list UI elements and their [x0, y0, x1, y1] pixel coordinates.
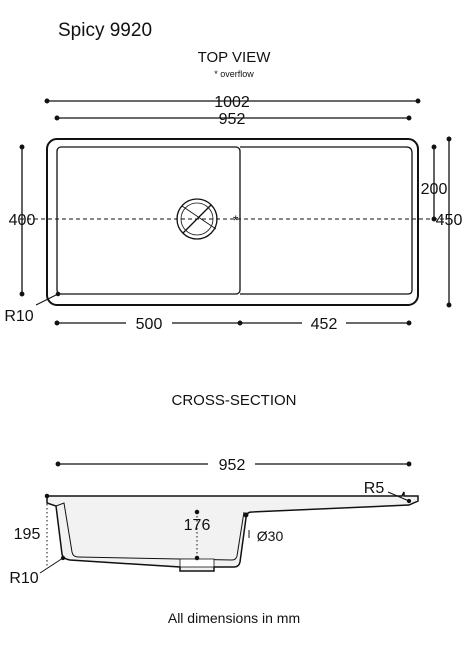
drainer-outline [240, 146, 413, 295]
dim-edge-radius: R5 [364, 480, 385, 497]
waste-outlet [176, 198, 218, 240]
radius-leader-top [35, 293, 59, 306]
dim-corner-radius-bottom: R10 [9, 570, 38, 587]
dim-line-section-width [55, 461, 412, 467]
dim-line-inner-width [54, 115, 412, 121]
dim-overall-depth: 450 [436, 212, 463, 229]
dim-section-height: 195 [14, 526, 41, 543]
bowl-outline [56, 146, 241, 295]
dim-line-bowl-height [194, 509, 200, 561]
section-profile [46, 491, 419, 572]
cross-section-heading: CROSS-SECTION [171, 392, 297, 409]
radius-leader-bottom [39, 557, 64, 574]
dim-line-overall-width [44, 98, 421, 104]
dim-drain-diameter: Ø30 [257, 528, 284, 544]
product-title: Spicy 9920 [58, 20, 153, 41]
dim-center-offset: 200 [421, 181, 448, 198]
top-view-heading: TOP VIEW [197, 49, 271, 66]
dim-bowl-height: 176 [184, 517, 211, 534]
dim-bowl-depth: 400 [9, 212, 36, 229]
dim-drainer-width: 452 [311, 316, 338, 333]
dim-corner-radius-top: R10 [4, 308, 33, 325]
dim-inner-width: 952 [219, 111, 246, 128]
dim-line-bowl-width [54, 320, 243, 326]
sink-outline [46, 138, 419, 306]
units-note: All dimensions in mm [167, 610, 301, 626]
overflow-marker: * [233, 212, 239, 228]
dim-line-section-height [44, 493, 50, 567]
dim-section-width: 952 [219, 457, 246, 474]
dim-bowl-width: 500 [136, 316, 163, 333]
overflow-note: * overflow [214, 69, 254, 79]
radius-leader-r5 [387, 491, 410, 502]
dim-line-drainer-width [240, 320, 412, 326]
dim-line-overall-depth [446, 136, 452, 308]
dim-line-center-offset [431, 144, 437, 222]
dim-line-bowl-depth [19, 144, 25, 297]
dim-overall-width: 1002 [214, 94, 250, 111]
